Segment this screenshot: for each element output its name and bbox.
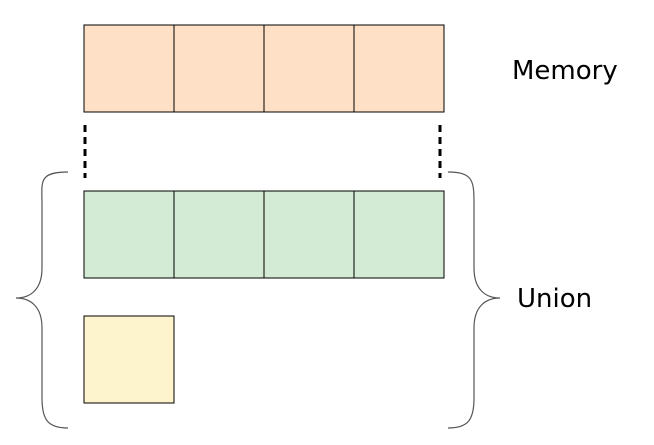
- union-cell: [83, 190, 175, 279]
- right-brace: [447, 171, 501, 429]
- memory-row: [83, 24, 445, 113]
- union-row: [83, 190, 445, 279]
- memory-label: Memory: [512, 56, 618, 86]
- byte-cell: [83, 315, 175, 404]
- memory-cell: [83, 24, 175, 113]
- memory-cell: [173, 24, 265, 113]
- memory-cell: [263, 24, 355, 113]
- memory-cell: [353, 24, 445, 113]
- union-cell: [173, 190, 265, 279]
- union-label: Union: [517, 284, 593, 314]
- left-brace: [15, 171, 69, 429]
- union-cell: [263, 190, 355, 279]
- union-cell: [353, 190, 445, 279]
